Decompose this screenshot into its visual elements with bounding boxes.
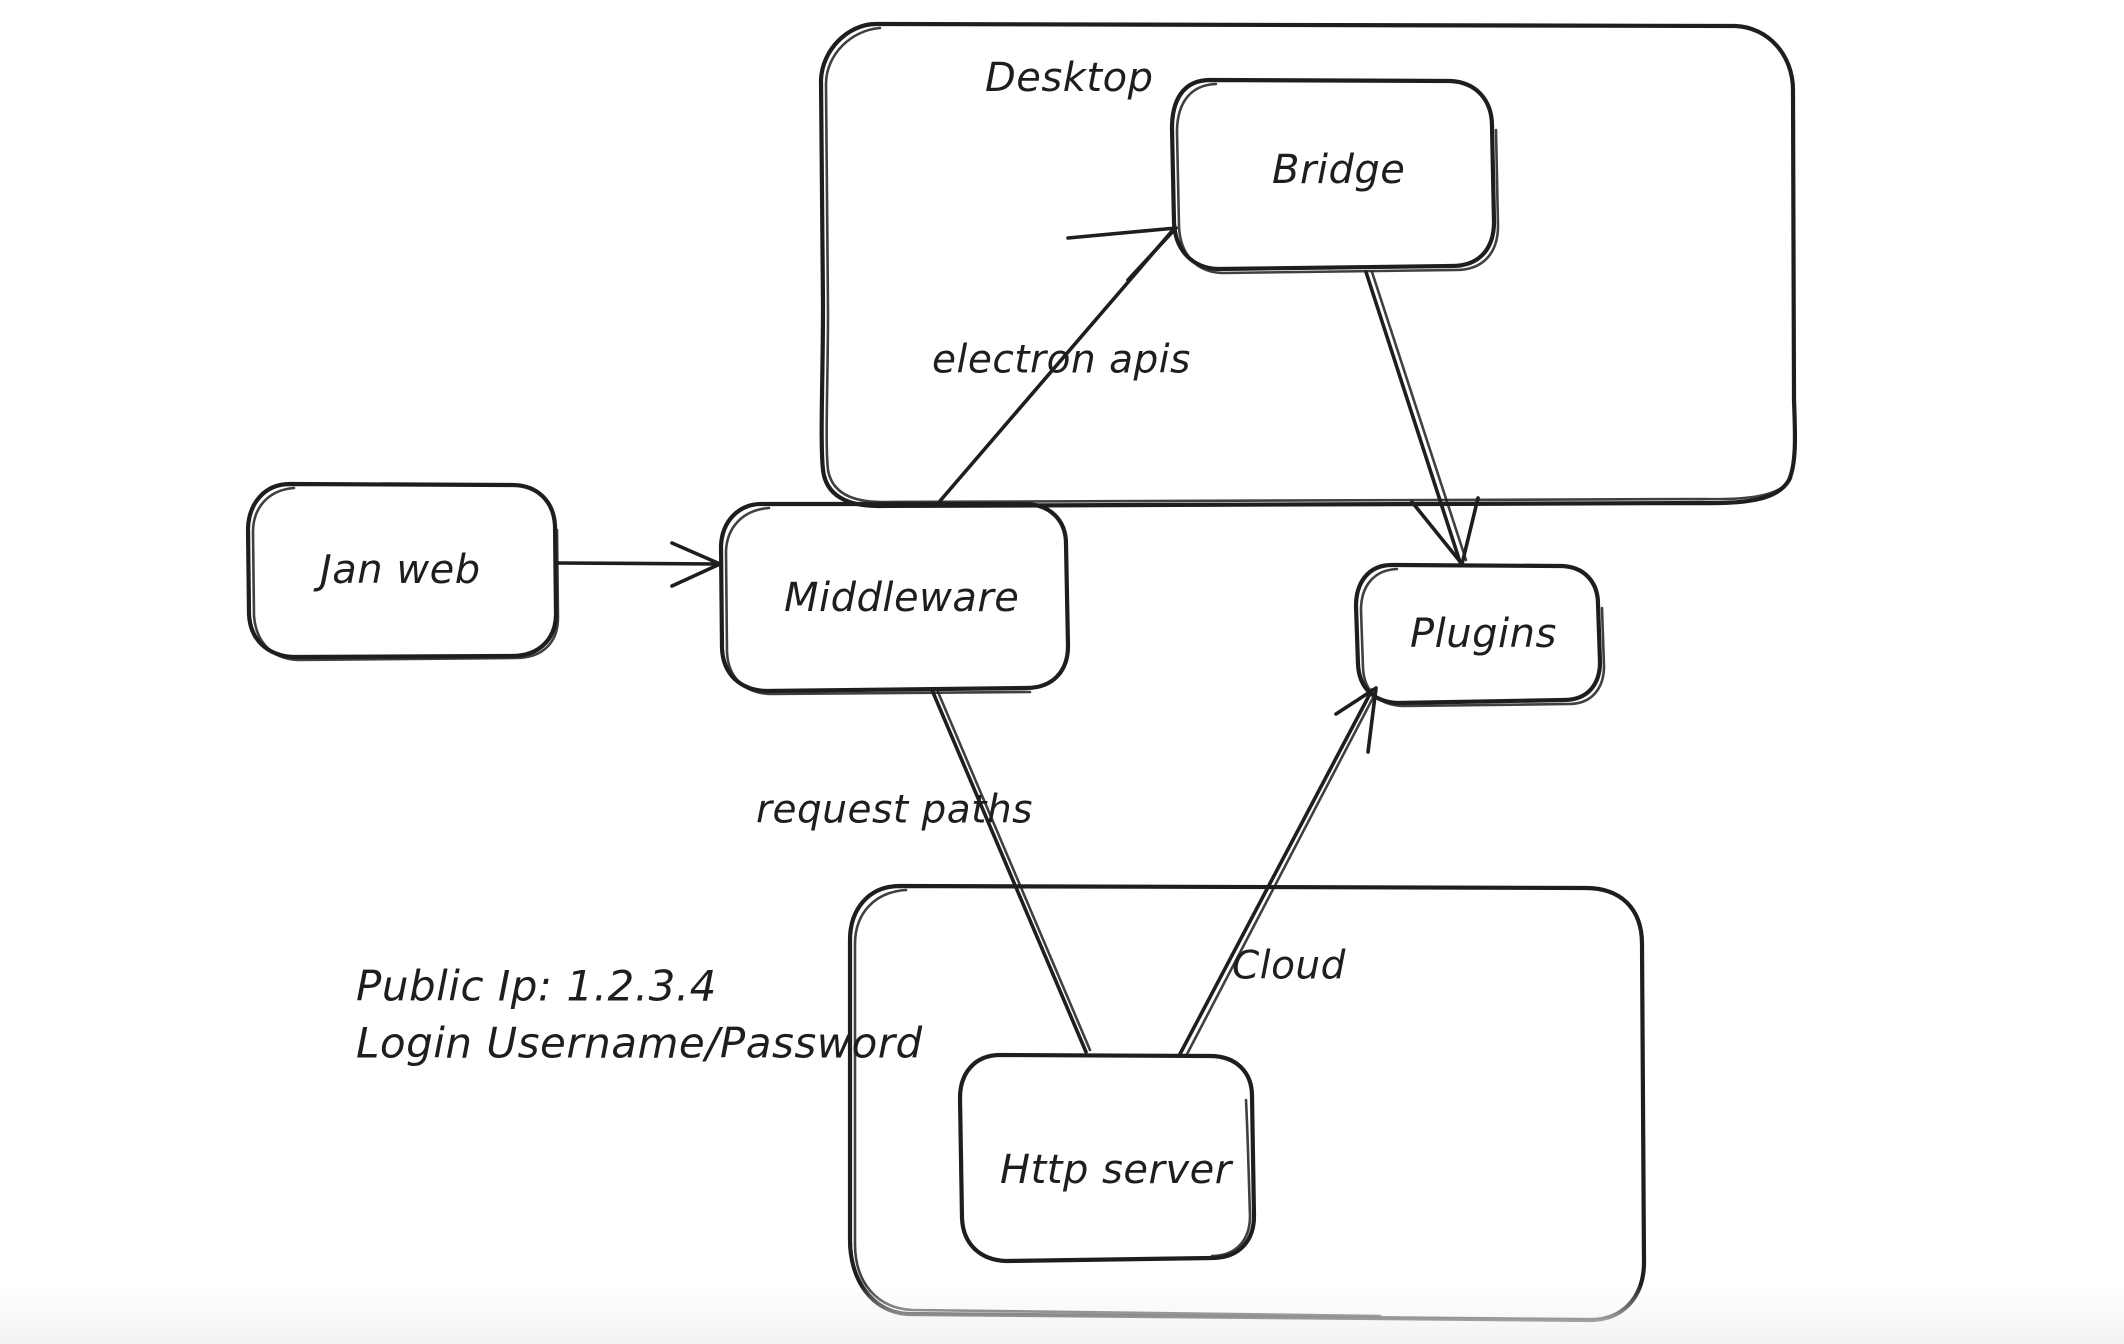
notes-block: Public Ip: 1.2.3.4 Login Username/Passwo…	[356, 962, 923, 1068]
edge-middleware-to-bridge-arrowhead	[1066, 226, 1178, 282]
edge-http-server-to-plugins[interactable]: Cloud	[1178, 686, 1378, 1058]
group-desktop-label: Desktop	[985, 55, 1153, 101]
node-http-server[interactable]: Http server	[957, 1052, 1257, 1264]
edge-middleware-to-bridge[interactable]: electron apis	[932, 226, 1191, 503]
node-plugins-outline	[1353, 562, 1603, 706]
edge-middleware-to-http-server-line-ghost	[936, 690, 1092, 1052]
node-http-server-outline-ghost	[1210, 1098, 1252, 1258]
edge-bridge-to-plugins[interactable]	[1364, 270, 1480, 566]
edge-middleware-to-http-server-line	[930, 688, 1088, 1054]
node-bridge[interactable]: Bridge	[1169, 77, 1500, 275]
edge-http-server-to-plugins-line	[1178, 688, 1374, 1056]
edge-bridge-to-plugins-arrowhead	[1410, 496, 1480, 566]
group-desktop-outline-ghost	[824, 26, 1793, 504]
node-bridge-outline-ghost	[1175, 82, 1500, 275]
note-login: Login Username/Password	[356, 1019, 923, 1068]
node-middleware[interactable]: Middleware	[718, 501, 1071, 696]
node-middleware-outline	[718, 501, 1071, 694]
node-plugins-label: Plugins	[1410, 611, 1557, 657]
group-desktop[interactable]: Desktop	[818, 21, 1798, 509]
node-http-server-label: Http server	[1000, 1147, 1234, 1193]
node-plugins-outline-ghost	[1359, 567, 1606, 708]
edge-jan-web-to-middleware-line	[556, 561, 720, 566]
edge-bridge-to-plugins-line-ghost	[1370, 270, 1468, 562]
node-jan-web-outline	[245, 481, 559, 660]
node-jan-web[interactable]: Jan web	[245, 481, 560, 662]
edge-http-server-to-plugins-arrowhead	[1334, 686, 1378, 754]
note-public-ip: Public Ip: 1.2.3.4	[356, 962, 717, 1011]
edge-middleware-to-http-server-label: request paths	[756, 788, 1033, 833]
node-middleware-label: Middleware	[784, 575, 1019, 621]
node-plugins[interactable]: Plugins	[1353, 562, 1606, 708]
edge-jan-web-to-middleware-arrowhead	[670, 541, 722, 588]
node-jan-web-outline-ghost	[251, 486, 560, 662]
edge-http-server-to-plugins-line-ghost	[1184, 690, 1378, 1058]
edge-http-server-to-plugins-label: Cloud	[1232, 944, 1346, 989]
node-jan-web-label: Jan web	[313, 547, 481, 593]
edge-middleware-to-http-server[interactable]: request paths	[756, 688, 1092, 1054]
edge-jan-web-to-middleware[interactable]	[556, 541, 722, 588]
node-middleware-outline-ghost	[724, 506, 1032, 696]
node-bridge-outline	[1169, 77, 1497, 272]
edge-bridge-to-plugins-line	[1364, 270, 1462, 564]
group-desktop-outline	[818, 21, 1798, 509]
edge-middleware-to-bridge-label: electron apis	[932, 338, 1191, 383]
node-http-server-outline	[957, 1052, 1257, 1264]
node-bridge-label: Bridge	[1272, 147, 1405, 193]
